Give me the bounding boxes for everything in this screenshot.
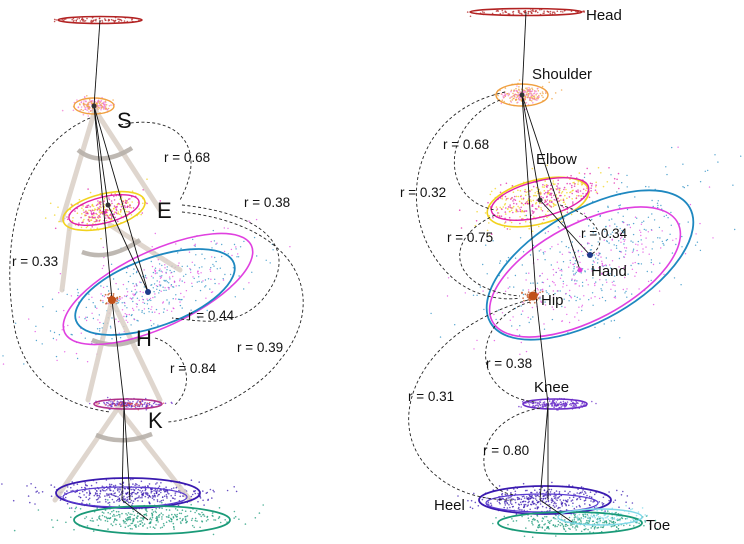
left-hip-label: H bbox=[136, 326, 152, 351]
right-skeleton bbox=[519, 11, 593, 523]
right-corr-hip-heel: r = 0.31 bbox=[408, 389, 454, 404]
left-corr-s-k: r = 0.33 bbox=[12, 254, 58, 269]
right-corr-elbow-hip: r = 0.75 bbox=[447, 230, 493, 245]
right-toe-label: Toe bbox=[646, 517, 670, 534]
right-corr-shoulder-hip: r = 0.68 bbox=[443, 137, 489, 152]
right-head-label: Head bbox=[586, 7, 622, 24]
right-corr-knee-heel: r = 0.80 bbox=[483, 443, 529, 458]
left-toe-ellipse bbox=[73, 505, 231, 535]
left-limb-cones bbox=[52, 107, 193, 503]
right-toe-ellipse-light bbox=[557, 508, 643, 526]
left-panel: S E H K r = 0.68 r = 0.38 r = 0.33 r = 0… bbox=[1, 15, 304, 536]
left-corr-h-k: r = 0.84 bbox=[170, 361, 217, 376]
right-heel-label: Heel bbox=[434, 497, 465, 514]
right-labels: Head Shoulder Elbow Hand Hip Knee Heel T… bbox=[400, 7, 670, 534]
left-elbow-ellipse-magenta bbox=[68, 193, 140, 227]
right-correlation-arcs bbox=[408, 91, 601, 501]
left-hip-ellipse-blue bbox=[74, 248, 236, 336]
left-heel-ellipse-outer bbox=[55, 477, 201, 509]
left-shoulder-ellipse bbox=[73, 97, 115, 115]
right-knee-ellipse bbox=[522, 398, 588, 410]
right-corr-elbow-hand: r = 0.34 bbox=[581, 226, 628, 241]
left-corr-s-e: r = 0.68 bbox=[164, 150, 210, 165]
left-corr-e-k: r = 0.38 bbox=[244, 195, 290, 210]
left-correlation-arcs bbox=[9, 117, 304, 423]
left-skeleton bbox=[91, 19, 151, 521]
left-knee-ellipse bbox=[93, 398, 163, 410]
right-hip-label: Hip bbox=[541, 292, 564, 309]
right-elbow-label: Elbow bbox=[536, 151, 577, 168]
right-hip-ellipse-magenta bbox=[488, 206, 682, 338]
right-shoulder-label: Shoulder bbox=[532, 66, 592, 83]
left-labels: S E H K r = 0.68 r = 0.38 r = 0.33 r = 0… bbox=[12, 108, 290, 433]
left-corr-e-k-outer: r = 0.39 bbox=[237, 340, 283, 355]
left-scatter-clouds bbox=[1, 16, 291, 536]
right-heel-ellipse-outer bbox=[478, 485, 612, 515]
left-shoulder-label: S bbox=[117, 108, 132, 133]
left-heel-ellipse-inner bbox=[62, 486, 188, 508]
left-hip-ellipse-magenta bbox=[62, 232, 254, 346]
left-joint-ellipses bbox=[55, 15, 254, 535]
left-corr-e-h: r = 0.44 bbox=[188, 308, 235, 323]
right-elbow-ellipse-magenta bbox=[490, 177, 590, 221]
left-elbow-ellipse-yellow bbox=[62, 190, 146, 232]
right-corr-hip-knee: r = 0.38 bbox=[486, 356, 532, 371]
right-hand-label: Hand bbox=[591, 263, 627, 280]
right-shoulder-ellipse bbox=[495, 83, 549, 107]
right-corr-shoulder-knee: r = 0.32 bbox=[400, 185, 446, 200]
left-elbow-label: E bbox=[157, 198, 172, 223]
right-panel: Head Shoulder Elbow Hand Hip Knee Heel T… bbox=[400, 7, 742, 538]
left-knee-label: K bbox=[148, 408, 163, 433]
right-knee-label: Knee bbox=[534, 379, 569, 396]
right-scatter-clouds bbox=[430, 8, 742, 538]
right-hip-ellipse-blue bbox=[485, 189, 695, 341]
